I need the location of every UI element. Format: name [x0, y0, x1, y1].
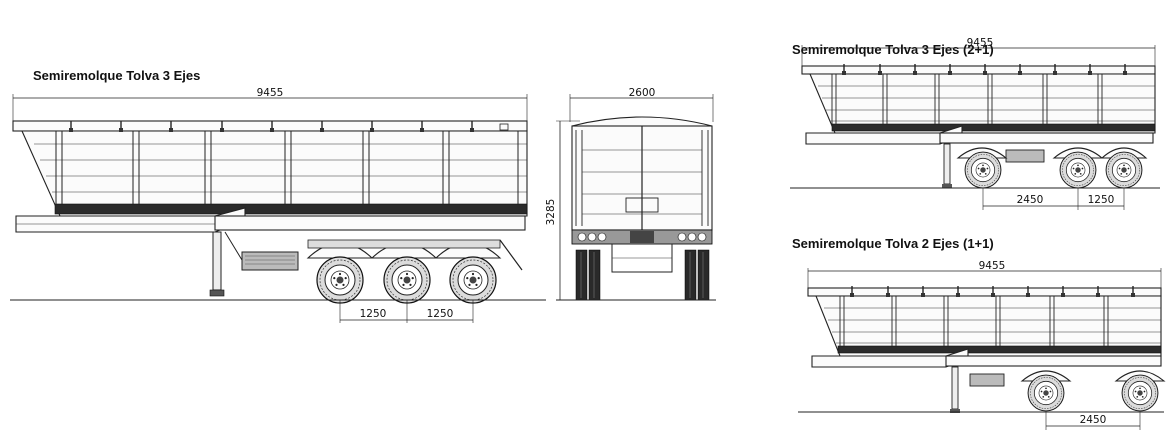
axle-spacing-1: 1250	[360, 308, 387, 320]
spacing-a-2plus1: 2450	[1017, 194, 1044, 206]
spacing-b-2plus1: 1250	[1088, 194, 1115, 206]
side-view-3-axle: 9455	[10, 87, 546, 323]
length-dimension-2plus1: 9455	[967, 37, 994, 49]
drawing-title-2plus1: Semiremolque Tolva 3 Ejes (2+1)	[792, 42, 994, 57]
spacing-a-1plus1: 2450	[1080, 414, 1107, 426]
side-view-1plus1: 9455 2450	[798, 260, 1166, 430]
rear-view: 2600 3285	[545, 87, 716, 301]
axle-spacing-2: 1250	[427, 308, 454, 320]
width-dimension: 2600	[629, 87, 656, 99]
height-dimension: 3285	[545, 199, 557, 226]
side-view-2plus1: 9455	[790, 37, 1160, 210]
drawing-title-3-axle: Semiremolque Tolva 3 Ejes	[33, 68, 201, 83]
length-dimension: 9455	[257, 87, 284, 99]
length-dimension-1plus1: 9455	[979, 260, 1006, 272]
drawing-title-1plus1: Semiremolque Tolva 2 Ejes (1+1)	[792, 236, 994, 251]
